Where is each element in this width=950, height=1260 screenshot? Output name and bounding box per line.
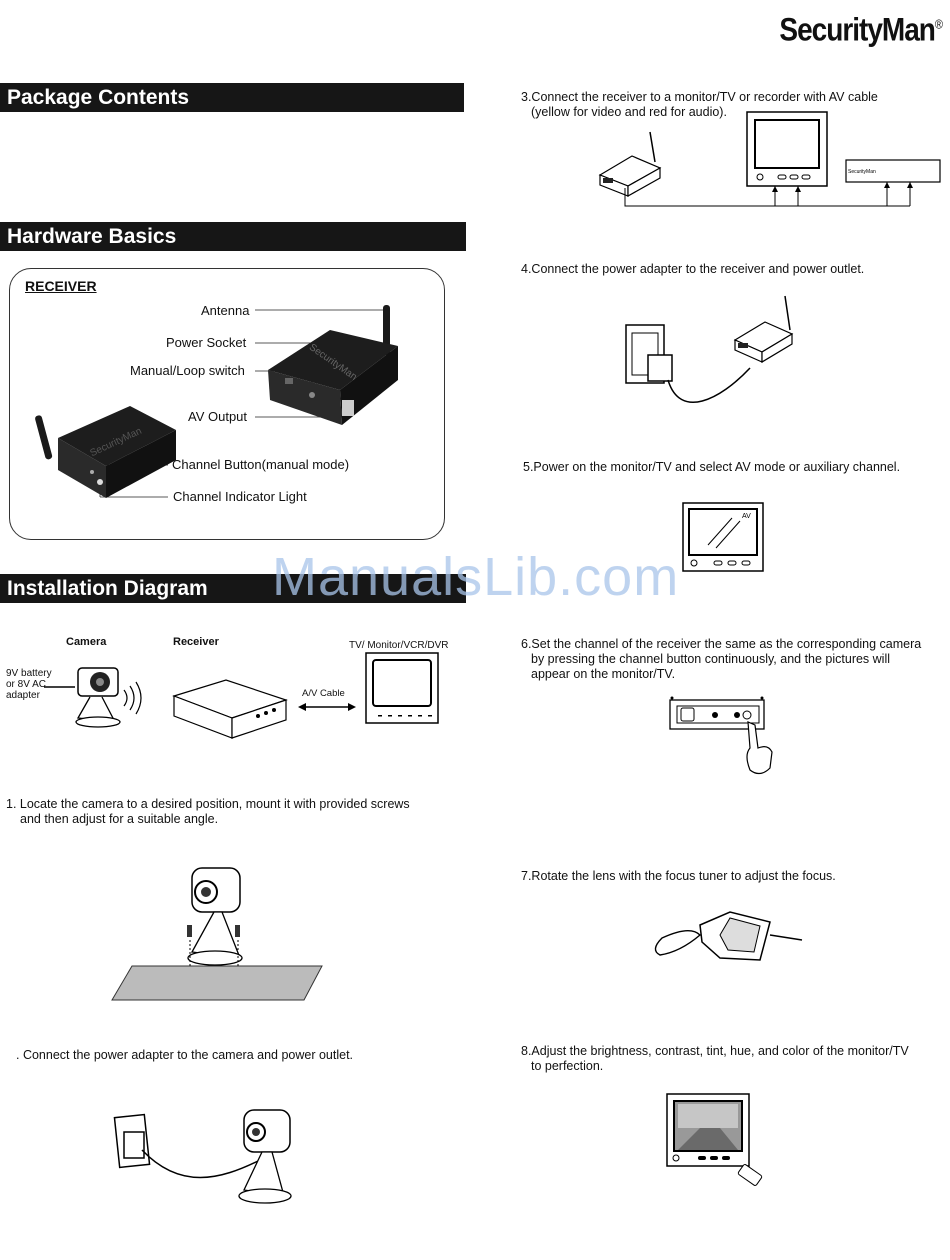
step-8-line2: to perfection. bbox=[531, 1059, 604, 1073]
label-antenna: Antenna bbox=[201, 303, 250, 318]
brand-name: SecurityMan bbox=[779, 11, 935, 48]
svg-text:AV: AV bbox=[742, 513, 751, 520]
label-power-socket: Power Socket bbox=[166, 335, 247, 350]
watermark: ManualsLib.com bbox=[272, 547, 680, 607]
power-note-line3: adapter bbox=[6, 690, 40, 701]
step-8-text: 8.Adjust the brightness, contrast, tint,… bbox=[521, 1044, 909, 1074]
diagram-power-note: 9V battery or 8V AC adapter bbox=[6, 668, 52, 701]
step-3-line1: 3.Connect the receiver to a monitor/TV o… bbox=[521, 90, 878, 104]
step-6-line2: by pressing the channel button continuou… bbox=[531, 652, 891, 666]
step-1-line2: and then adjust for a suitable angle. bbox=[20, 812, 219, 826]
receiver-panel bbox=[9, 268, 445, 540]
label-manual-loop-switch: Manual/Loop switch bbox=[130, 363, 245, 378]
label-av-output: AV Output bbox=[188, 409, 248, 424]
diagram-receiver-label: Receiver bbox=[173, 636, 219, 648]
power-note-line1: 9V battery bbox=[6, 668, 52, 679]
section-hardware-basics: Hardware Basics bbox=[0, 222, 466, 251]
section-installation-diagram: Installation Diagram bbox=[0, 574, 466, 603]
step-8-line1: 8.Adjust the brightness, contrast, tint,… bbox=[521, 1044, 909, 1058]
step-6-text: 6.Set the channel of the receiver the sa… bbox=[521, 637, 921, 682]
label-channel-button: Channel Button(manual mode) bbox=[172, 457, 350, 472]
section-package-contents: Package Contents bbox=[0, 83, 464, 112]
step-1-text: 1. Locate the camera to a desired positi… bbox=[6, 797, 410, 827]
step-4-text: 4.Connect the power adapter to the recei… bbox=[521, 262, 865, 276]
registered-mark: ® bbox=[934, 18, 943, 32]
step-2-text: . Connect the power adapter to the camer… bbox=[16, 1048, 354, 1062]
step-3-text: 3.Connect the receiver to a monitor/TV o… bbox=[521, 90, 878, 120]
receiver-title: RECEIVER bbox=[25, 278, 97, 294]
brand-logo: SecurityMan® bbox=[779, 11, 943, 49]
step-6-line1: 6.Set the channel of the receiver the sa… bbox=[521, 637, 922, 651]
diagram-tv-label: TV/ Monitor/VCR/DVR bbox=[349, 640, 449, 651]
label-channel-indicator: Channel Indicator Light bbox=[173, 489, 307, 504]
svg-text:SecurityMan: SecurityMan bbox=[848, 169, 876, 175]
diagram-cable-label: A/V Cable bbox=[302, 688, 345, 699]
power-note-line2: or 8V AC bbox=[6, 679, 47, 690]
step-1-line1: 1. Locate the camera to a desired positi… bbox=[6, 797, 410, 811]
diagram-camera-label: Camera bbox=[66, 636, 107, 648]
step-5-text: 5.Power on the monitor/TV and select AV … bbox=[523, 460, 901, 474]
step-3-line2: (yellow for video and red for audio). bbox=[531, 105, 727, 119]
step-7-text: 7.Rotate the lens with the focus tuner t… bbox=[521, 869, 836, 883]
step-6-line3: appear on the monitor/TV. bbox=[531, 667, 676, 681]
